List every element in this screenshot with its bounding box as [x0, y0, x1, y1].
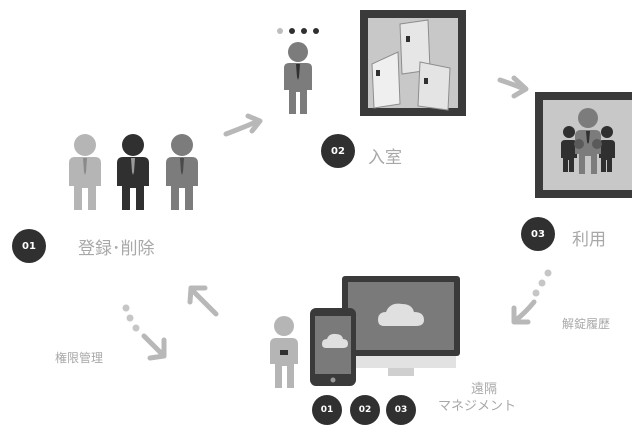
step-label-register: 登録･削除 [78, 239, 155, 259]
label-unlock-history: 解錠履歴 [562, 317, 611, 331]
bottom-badge-03: 03 [386, 395, 416, 425]
person-icon [277, 28, 319, 114]
bottom-badge-01: 01 [312, 395, 342, 425]
step-badge-01: 01 [12, 229, 46, 263]
arrow-icon [511, 269, 552, 325]
bottom-badge-02: 02 [350, 395, 380, 425]
meeting-icon [535, 92, 632, 198]
arrow-icon [187, 285, 219, 317]
devices-icon [270, 276, 460, 388]
arrow-icon [497, 75, 529, 99]
label-permission-management: 権限管理 [55, 351, 104, 365]
step-label-enter: 入室 [368, 148, 402, 168]
people-icon [69, 134, 198, 210]
label-remote: 遠隔 [471, 382, 498, 397]
step-badge-03: 03 [521, 217, 555, 251]
arrow-icon [122, 304, 167, 361]
doors-icon [360, 10, 466, 116]
arrow-icon [223, 113, 263, 137]
step-badge-02: 02 [321, 134, 355, 168]
step-label-use: 利用 [572, 230, 606, 250]
label-remote-management: マネジメント [438, 399, 517, 414]
dots-icon [277, 28, 319, 34]
